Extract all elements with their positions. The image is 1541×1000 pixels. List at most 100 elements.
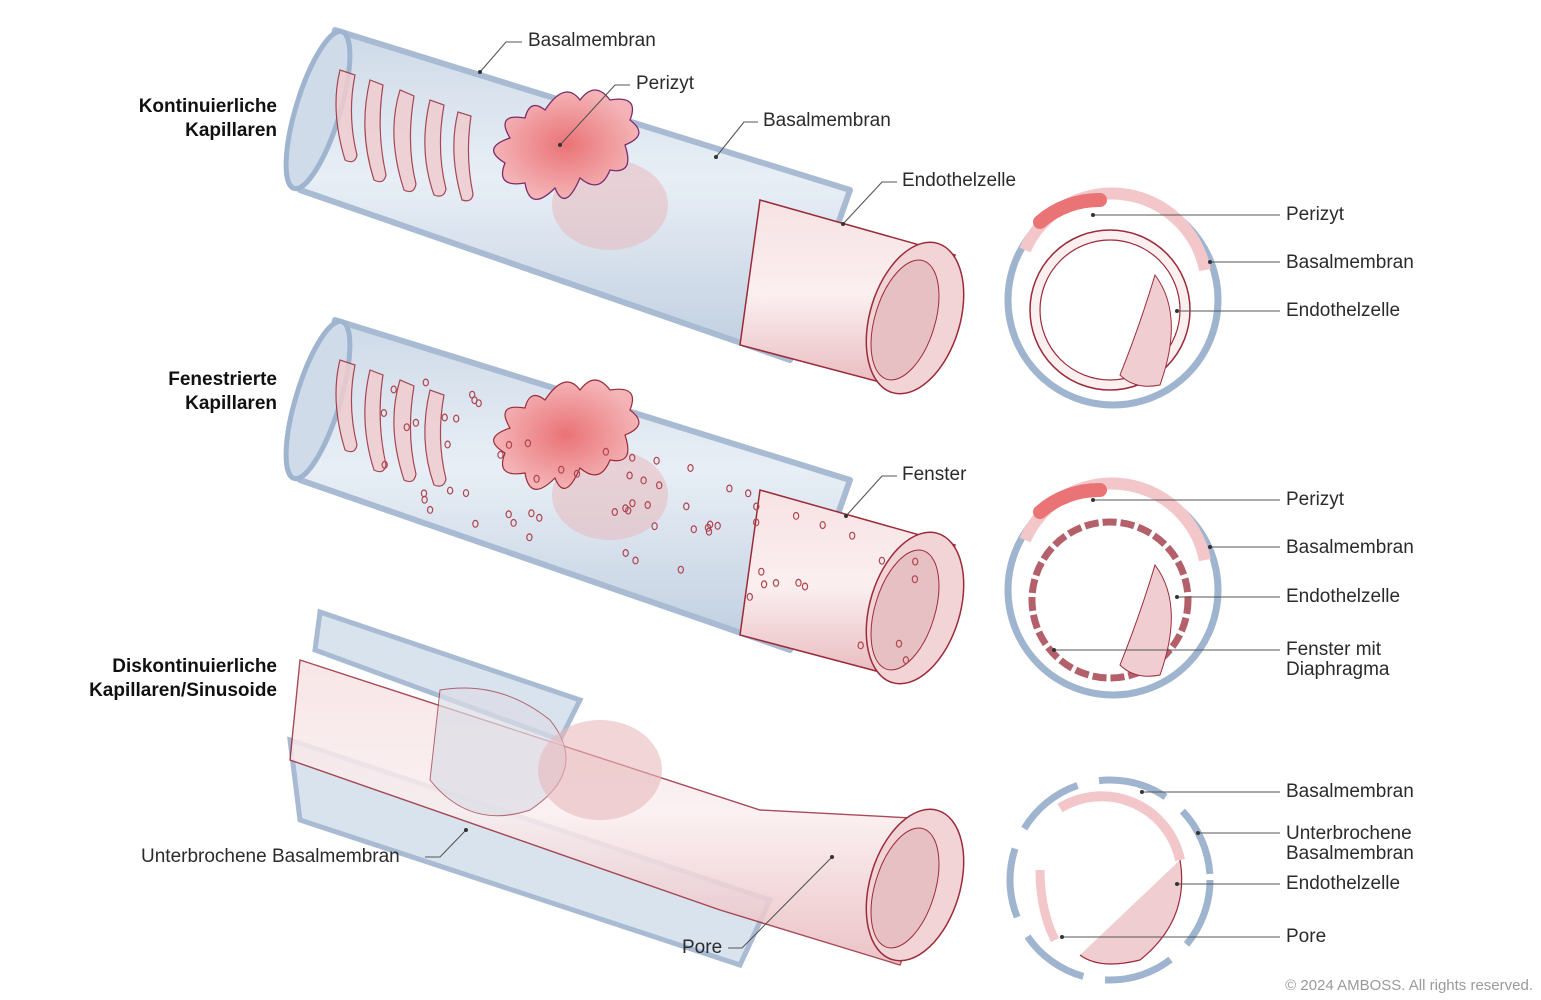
fenestra-dot <box>422 378 429 387</box>
fenestra-dot <box>632 556 639 565</box>
fenestra-dot <box>801 582 809 591</box>
fenestra-dot <box>381 460 388 469</box>
fenestra-dot <box>602 447 610 456</box>
fenestrated-cross-section <box>1004 477 1222 699</box>
fenestra-dot <box>505 510 512 519</box>
fenestra-dot <box>626 471 633 480</box>
label-cs1-perizyt: Perizyt <box>1286 204 1345 225</box>
fenestra-dot <box>912 557 919 566</box>
fenestra-dot <box>745 489 752 498</box>
fenestra-dot <box>895 639 903 648</box>
fenestra-dot <box>505 440 513 449</box>
fenestra-dot <box>469 390 476 399</box>
fenestra-dot <box>792 511 800 520</box>
label-cs2-basalmembran: Basalmembran <box>1286 537 1414 558</box>
continuous-cross-section <box>1004 187 1222 409</box>
fenestra-dot <box>472 519 479 528</box>
leader-lines <box>425 41 1280 949</box>
label-cs3-basalmembran: Basalmembran <box>1286 781 1414 802</box>
fenestrated-endothelial-processes <box>335 359 447 487</box>
label-cs1-endothelzelle: Endothelzelle <box>1286 300 1401 321</box>
fenestra-dot <box>497 450 504 459</box>
continuous-capillary-tube <box>283 27 965 395</box>
fenestra-dot <box>528 509 535 518</box>
fenestrated-section-title: Fenestrierte Kapillaren <box>168 369 277 414</box>
continuous-pericyte <box>493 89 640 200</box>
fenestra-dot <box>653 456 660 465</box>
label-unterbrochene-basalmembran-tube: Unterbrochene Basalmembran <box>141 846 400 867</box>
leader-dots <box>464 70 1212 939</box>
label-cs2-fenster-mit-diaphragma: Fenster mit Diaphragma <box>1286 639 1390 680</box>
fenestra-dot <box>558 465 565 474</box>
continuous-endothelial-processes <box>335 69 474 202</box>
fenestra-dot <box>758 567 765 576</box>
fenestra-dot <box>704 523 712 532</box>
fenestra-dot <box>849 531 856 540</box>
fenestra-dot <box>629 453 636 462</box>
fenestra-dot <box>902 656 910 665</box>
label-basalmembran-top: Basalmembran <box>528 30 656 51</box>
fenestra-dot <box>795 578 802 587</box>
label-cs3-unterbrochene-basalmembran: Unterbrochene Basalmembran <box>1286 823 1414 864</box>
fenestra-dot <box>857 641 864 650</box>
fenestra-dot <box>651 522 658 531</box>
fenestra-dot <box>421 495 428 504</box>
fenestrae-dots <box>380 378 919 665</box>
fenestra-dot <box>753 518 760 527</box>
fenestra-dot <box>629 499 636 508</box>
label-cs2-endothelzelle: Endothelzelle <box>1286 586 1401 607</box>
label-cs1-basalmembran: Basalmembran <box>1286 252 1414 273</box>
fenestra-dot <box>714 521 721 530</box>
continuous-section-title: Kontinuierliche Kapillaren <box>138 96 277 141</box>
fenestra-dot <box>677 565 685 574</box>
fenestra-dot <box>573 469 581 478</box>
fenestra-dot <box>390 385 397 394</box>
fenestra-dot <box>656 481 663 490</box>
fenestrated-capillary-tube <box>283 317 965 685</box>
fenestra-dot <box>380 409 388 418</box>
fenestra-dot <box>446 486 454 495</box>
fenestra-dot <box>690 525 698 534</box>
fenestra-dot <box>753 502 760 511</box>
fenestra-dot <box>444 440 451 449</box>
fenestra-dot <box>510 518 517 527</box>
fenestra-dot <box>687 464 694 473</box>
discontinuous-cross-section <box>1006 776 1214 984</box>
discontinuous-capillary-tube <box>287 608 965 969</box>
fenestra-dot <box>426 505 434 514</box>
fenestra-dot <box>403 423 410 432</box>
fenestra-dot <box>640 476 647 485</box>
label-basalmembran-mid: Basalmembran <box>763 110 891 131</box>
fenestra-dot <box>772 578 780 587</box>
fenestrated-pericyte <box>493 379 640 490</box>
copyright-notice: © 2024 AMBOSS. All rights reserved. <box>1285 977 1533 994</box>
label-endothelzelle-tube: Endothelzelle <box>902 170 1017 191</box>
label-fenster: Fenster <box>902 464 967 485</box>
fenestra-dot <box>526 533 533 542</box>
label-pore-tube: Pore <box>682 937 723 958</box>
fenestra-dot <box>462 489 470 498</box>
fenestra-dot <box>441 413 448 422</box>
fenestra-dot <box>533 474 540 483</box>
fenestra-dot <box>622 548 629 557</box>
label-cs3-pore: Pore <box>1286 926 1327 947</box>
label-perizyt-tube: Perizyt <box>636 73 695 94</box>
fenestra-dot <box>622 504 629 513</box>
fenestra-dot <box>412 418 420 427</box>
fenestra-dot <box>524 439 532 448</box>
fenestra-dot <box>726 484 733 493</box>
fenestra-dot <box>644 501 651 510</box>
fenestra-dot <box>683 502 690 511</box>
fenestra-dot <box>819 521 826 530</box>
fenestra-dot <box>611 508 619 517</box>
discontinuous-section-title: Diskontinuierliche Kapillaren/Sinusoide <box>89 656 277 701</box>
fenestra-dot <box>453 414 460 423</box>
fenestra-dot <box>760 580 768 589</box>
fenestra-dot <box>705 527 713 536</box>
fenestra-dot <box>536 513 543 522</box>
fenestra-dot <box>878 556 886 565</box>
label-cs3-endothelzelle: Endothelzelle <box>1286 873 1401 894</box>
fenestra-dot <box>911 575 919 584</box>
